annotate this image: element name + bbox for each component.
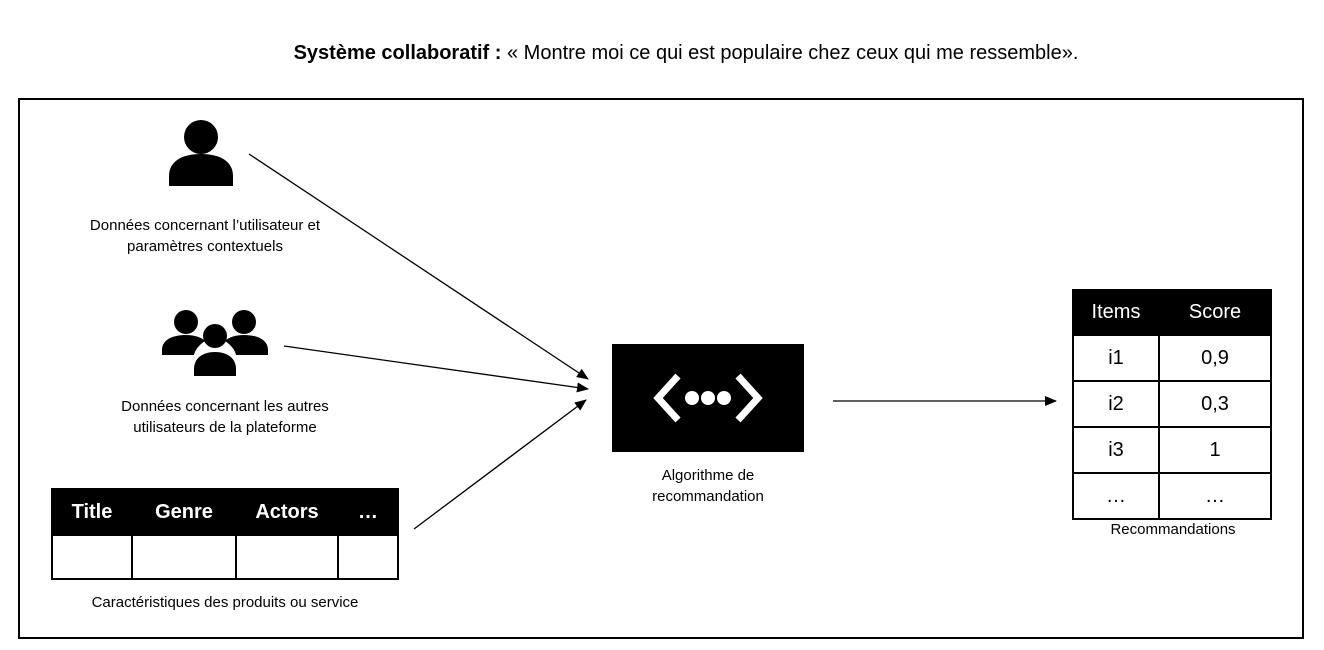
score-cell: 1	[1158, 426, 1272, 474]
algorithm-caption-line1: Algorithme de	[661, 467, 755, 484]
user-data-caption: Données concernant l’utilisateur et para…	[40, 215, 370, 257]
table-row: i3 1	[1072, 426, 1272, 474]
table-row: i2 0,3	[1072, 380, 1272, 428]
item-cell: …	[1072, 472, 1160, 520]
score-cell: 0,3	[1158, 380, 1272, 428]
recommendations-header-row: Items Score	[1072, 289, 1272, 336]
feature-header-more: …	[337, 488, 399, 536]
diagram-title-bold: Système collaboratif :	[293, 42, 502, 64]
user-data-caption-line1: Données concernant l’utilisateur et	[89, 217, 321, 234]
score-cell: …	[1158, 472, 1272, 520]
diagram-title: Système collaboratif : « Montre moi ce q…	[0, 40, 1324, 66]
item-cell: i3	[1072, 426, 1160, 474]
diagram-title-rest: « Montre moi ce qui est populaire chez c…	[501, 42, 1079, 64]
recommendations-caption: Recommandations	[1110, 521, 1236, 538]
algorithm-caption-line2: recommandation	[652, 488, 764, 505]
arrow-products-to-algorithm	[413, 399, 587, 530]
diagram-frame	[18, 98, 1304, 639]
code-dots-icon	[653, 373, 763, 423]
feature-header-title: Title	[51, 488, 133, 536]
recommendations-table: Items Score i1 0,9 i2 0,3 i3 1 … …	[1072, 289, 1272, 520]
feature-header-genre: Genre	[131, 488, 237, 536]
others-data-caption-line2: utilisateurs de la plateforme	[133, 419, 317, 436]
item-cell: i2	[1072, 380, 1160, 428]
others-data-caption: Données concernant les autres utilisateu…	[60, 396, 390, 438]
arrow-others-to-algorithm	[283, 345, 589, 393]
table-cell	[51, 534, 133, 580]
group-icon	[162, 310, 268, 376]
item-cell: i1	[1072, 334, 1160, 382]
algorithm-caption: Algorithme de recommandation	[608, 465, 808, 507]
others-data-caption-line1: Données concernant les autres	[121, 398, 329, 415]
table-cell	[131, 534, 237, 580]
results-header-score: Score	[1158, 289, 1272, 336]
results-header-items: Items	[1072, 289, 1160, 336]
table-cell	[235, 534, 339, 580]
user-data-caption-line2: paramètres contextuels	[127, 238, 283, 255]
table-row: … …	[1072, 472, 1272, 520]
feature-header-actors: Actors	[235, 488, 339, 536]
algorithm-box	[612, 344, 804, 452]
person-icon	[169, 120, 233, 186]
arrow-user-to-algorithm	[248, 153, 589, 380]
score-cell: 0,9	[1158, 334, 1272, 382]
product-features-table: Title Genre Actors …	[51, 488, 399, 580]
table-row: i1 0,9	[1072, 334, 1272, 382]
product-features-caption: Caractéristiques des produits ou service	[91, 594, 359, 611]
product-features-header-row: Title Genre Actors …	[51, 488, 399, 536]
table-cell	[337, 534, 399, 580]
product-features-empty-row	[51, 534, 399, 580]
